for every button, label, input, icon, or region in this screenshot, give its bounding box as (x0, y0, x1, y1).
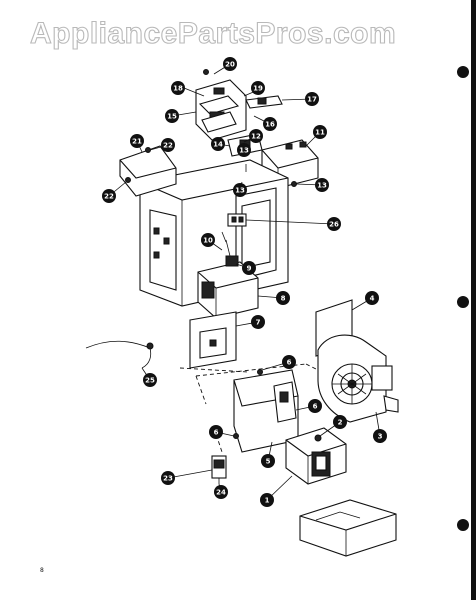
mounting-plate (189, 311, 237, 369)
callout-22-b: 22 (102, 189, 116, 203)
svg-text:20: 20 (225, 61, 235, 69)
svg-text:13: 13 (235, 187, 245, 195)
callout-16: 16 (263, 117, 277, 131)
svg-text:6: 6 (287, 359, 292, 367)
svg-text:15: 15 (167, 113, 177, 121)
callout-24: 24 (214, 485, 228, 499)
svg-text:24: 24 (216, 489, 226, 497)
callout-6-c: 6 (209, 425, 223, 439)
svg-text:22: 22 (104, 193, 114, 201)
switch-bracket-assembly (195, 79, 283, 141)
svg-text:11: 11 (315, 129, 325, 137)
callout-23: 23 (161, 471, 175, 485)
callout-11: 11 (313, 125, 327, 139)
svg-text:16: 16 (265, 121, 275, 129)
callout-4: 4 (365, 291, 379, 305)
callout-12: 12 (249, 129, 263, 143)
screws (125, 69, 297, 439)
callout-6-a: 6 (282, 355, 296, 369)
callout-13-a: 13 (237, 143, 251, 157)
binding-marks (457, 0, 476, 600)
svg-text:13: 13 (317, 182, 327, 190)
svg-text:2: 2 (338, 419, 343, 427)
callout-7: 7 (251, 315, 265, 329)
callout-26: 26 (327, 217, 341, 231)
svg-text:22: 22 (163, 142, 173, 150)
callout-10: 10 (201, 233, 215, 247)
callout-19: 19 (251, 81, 265, 95)
svg-text:6: 6 (214, 429, 219, 437)
sensor-wire (85, 340, 154, 369)
callout-9: 9 (242, 261, 256, 275)
svg-text:19: 19 (253, 85, 263, 93)
left-bracket (119, 145, 177, 197)
lower-bracket (233, 369, 299, 453)
svg-text:8: 8 (281, 295, 286, 303)
fan-motor (285, 427, 347, 485)
callout-25: 25 (143, 373, 157, 387)
callout-14: 14 (211, 137, 225, 151)
svg-text:21: 21 (132, 138, 142, 146)
relay-transformer (197, 239, 259, 319)
svg-text:17: 17 (307, 96, 317, 104)
svg-text:18: 18 (173, 85, 183, 93)
watermark-text: AppliancePartsPros.com (30, 17, 396, 50)
svg-text:12: 12 (251, 133, 261, 141)
svg-text:14: 14 (213, 141, 223, 149)
base-pan (299, 499, 397, 557)
callout-8: 8 (276, 291, 290, 305)
callout-6-b: 6 (308, 399, 322, 413)
svg-text:13: 13 (239, 147, 249, 155)
svg-text:4: 4 (370, 295, 375, 303)
callout-20: 20 (223, 57, 237, 71)
thermostat (211, 455, 227, 484)
svg-text:23: 23 (163, 475, 173, 483)
svg-text:7: 7 (256, 319, 261, 327)
svg-text:26: 26 (329, 221, 339, 229)
callout-13-b: 13 (315, 178, 329, 192)
svg-text:1: 1 (265, 497, 270, 505)
svg-text:25: 25 (145, 377, 155, 385)
page-marker: 8 (40, 567, 44, 574)
callout-15: 15 (165, 109, 179, 123)
callout-3: 3 (373, 429, 387, 443)
callout-5: 5 (261, 454, 275, 468)
callout-2: 2 (333, 415, 347, 429)
callout-22-a: 22 (161, 138, 175, 152)
terminal-block (227, 213, 247, 227)
blower-housing (315, 299, 399, 423)
callout-18: 18 (171, 81, 185, 95)
callout-labels: 1 2 3 4 5 6 6 6 7 8 9 10 11 12 13 13 13 … (102, 57, 387, 507)
callout-21: 21 (130, 134, 144, 148)
svg-text:6: 6 (313, 403, 318, 411)
callout-1: 1 (260, 493, 274, 507)
callout-17: 17 (305, 92, 319, 106)
callout-13-c: 13 (233, 183, 247, 197)
svg-text:10: 10 (203, 237, 213, 245)
svg-text:9: 9 (247, 265, 252, 273)
svg-text:5: 5 (266, 458, 271, 466)
svg-text:3: 3 (378, 433, 383, 441)
